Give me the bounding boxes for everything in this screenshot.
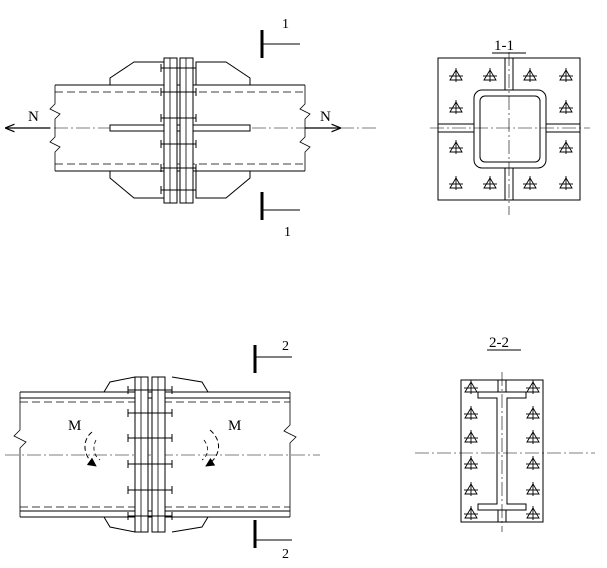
- section-1-1-title: 1-1: [494, 38, 514, 54]
- end-plate-left: [163, 57, 178, 204]
- haunch-left-top: [103, 376, 136, 393]
- bolt-row: [127, 386, 173, 520]
- section-cut-2-bottom: [253, 520, 292, 548]
- bolt-symbols: [464, 380, 540, 520]
- section-2-2-view: [415, 372, 595, 532]
- end-plate-right: [151, 376, 166, 533]
- tube-splice-elevation: [6, 30, 378, 220]
- i-beam-section: [477, 391, 527, 511]
- moment-arrow-left: [84, 431, 97, 467]
- section-cut-1-top: [260, 30, 300, 58]
- section-1-label-bottom: 1: [284, 225, 291, 240]
- section-2-2-title: 2-2: [489, 335, 509, 351]
- gusset-plate-left-top: [109, 61, 165, 85]
- break-line-left: [49, 85, 61, 171]
- axial-force-label-right: N: [320, 109, 331, 125]
- moment-arrow-left-inner: [93, 439, 101, 461]
- haunch-left-bottom: [103, 516, 136, 533]
- moment-label-left: M: [68, 418, 81, 434]
- moment-arrow-right: [205, 429, 219, 467]
- section-2-label-top: 2: [282, 339, 289, 354]
- haunch-right-bottom: [171, 516, 209, 533]
- section-2-label-bottom: 2: [282, 547, 289, 562]
- moment-label-right: M: [228, 418, 241, 434]
- square-tube-outer: [473, 89, 547, 169]
- section-cut-2-top: [253, 345, 292, 373]
- beam-splice-elevation: [5, 345, 320, 548]
- section-cut-1-bottom: [260, 192, 300, 220]
- gusset-plate-right-bottom: [195, 171, 251, 199]
- gusset-plate-left-bottom: [109, 171, 165, 199]
- break-line-right: [283, 392, 297, 517]
- haunch-right-top: [171, 376, 209, 393]
- square-tube-inner: [479, 95, 541, 163]
- bolt-row: [160, 64, 197, 194]
- moment-arrow-right-inner: [201, 439, 208, 461]
- section-1-label-top: 1: [282, 17, 289, 32]
- end-plate-right: [179, 57, 194, 204]
- axial-force-label-left: N: [28, 109, 39, 125]
- break-line-left: [13, 392, 27, 517]
- section-1-1-view: [430, 52, 590, 215]
- end-plate-left: [134, 376, 149, 533]
- bolt-symbols: [449, 68, 573, 190]
- gusset-plate-right-top: [195, 61, 251, 85]
